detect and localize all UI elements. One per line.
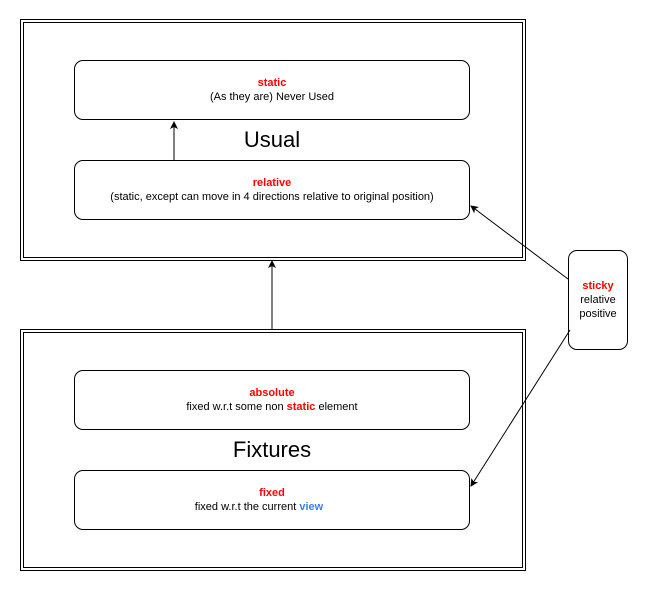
relative-description: (static, except can move in 4 directions… bbox=[110, 191, 434, 203]
fixed-keyword: fixed bbox=[259, 487, 285, 499]
sticky-line-2: relative bbox=[580, 294, 616, 306]
static-description: (As they are) Never Used bbox=[209, 91, 335, 103]
absolute-keyword: absolute bbox=[249, 387, 295, 399]
usual-group-title: Usual bbox=[243, 127, 301, 152]
absolute-desc-before: fixed w.r.t some non bbox=[186, 401, 287, 413]
sticky-node: sticky relative positive bbox=[568, 250, 628, 350]
absolute-description: fixed w.r.t some non static element bbox=[186, 400, 357, 414]
sticky-line-3: positive bbox=[579, 308, 617, 320]
relative-node: relative (static, except can move in 4 d… bbox=[74, 160, 470, 220]
static-node: static (As they are) Never Used bbox=[74, 60, 470, 120]
fixed-description: fixed w.r.t the current view bbox=[195, 500, 323, 514]
fixed-node: fixed fixed w.r.t the current view bbox=[74, 470, 470, 530]
absolute-desc-keyword: static bbox=[286, 401, 316, 413]
absolute-node: absolute fixed w.r.t some non static ele… bbox=[74, 370, 470, 430]
absolute-desc-after: element bbox=[315, 401, 358, 413]
sticky-keyword: sticky bbox=[582, 280, 614, 292]
static-keyword: static bbox=[257, 77, 287, 89]
usual-group bbox=[20, 19, 526, 261]
fixed-desc-before: fixed w.r.t the current bbox=[194, 501, 300, 513]
relative-keyword: relative bbox=[252, 177, 292, 189]
fixtures-group-title: Fixtures bbox=[232, 437, 312, 462]
fixed-desc-keyword: view bbox=[299, 501, 324, 513]
